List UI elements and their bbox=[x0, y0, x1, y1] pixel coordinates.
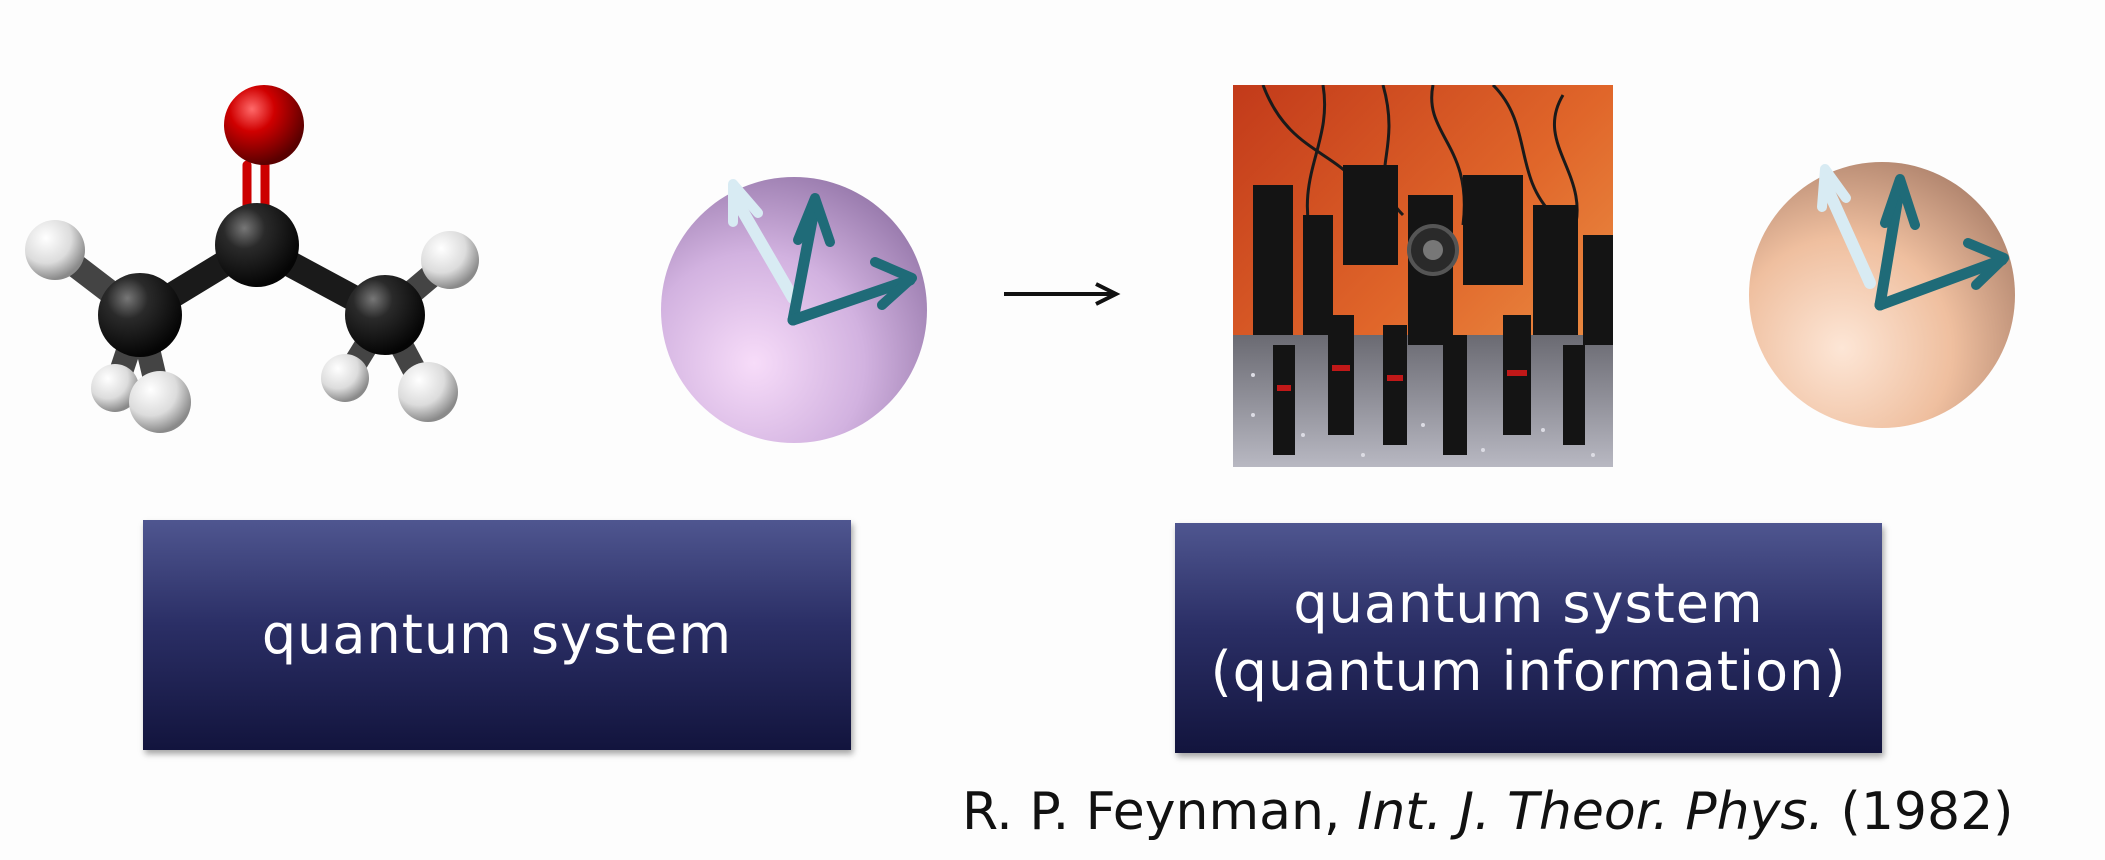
citation-authors: R. P. Feynman, bbox=[962, 782, 1357, 842]
acetone-molecule-icon bbox=[25, 85, 479, 433]
box-label: quantum system bbox=[261, 603, 733, 666]
optics-lab-photo bbox=[1233, 85, 1613, 467]
bloch-sphere-icon bbox=[661, 177, 927, 443]
citation: R. P. Feynman, Int. J. Theor. Phys. (198… bbox=[962, 782, 2013, 842]
box-label-line1: quantum system bbox=[1293, 572, 1764, 635]
bloch-sphere-icon bbox=[1749, 162, 2015, 428]
citation-journal: Int. J. Theor. Phys. bbox=[1356, 782, 1825, 842]
quantum-system-box: quantum system bbox=[143, 520, 851, 750]
box-label-line2: (quantum information) bbox=[1210, 640, 1847, 703]
arrow-right-icon bbox=[1004, 282, 1121, 306]
citation-year: (1982) bbox=[1824, 782, 2014, 842]
quantum-information-box: quantum system (quantum information) bbox=[1175, 523, 1882, 753]
